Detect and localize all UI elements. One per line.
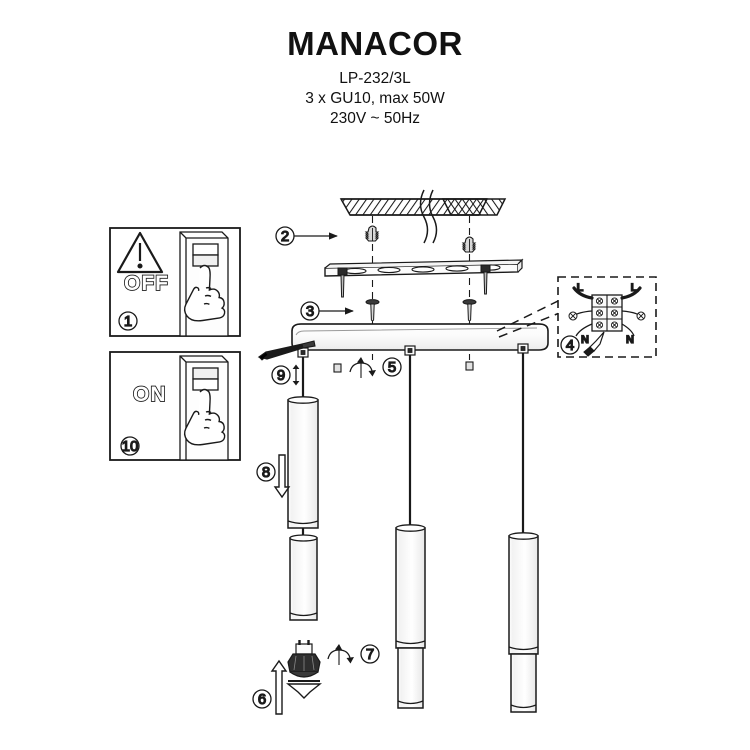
pendant-cylinder-icon-3	[508, 353, 539, 713]
step-5-marker: 5	[382, 357, 402, 377]
wall-plug-icon-right	[461, 236, 477, 253]
svg-text:8: 8	[262, 464, 270, 481]
ceiling-break-line	[419, 189, 438, 244]
step-9-marker: 9	[271, 365, 291, 385]
svg-text:1: 1	[124, 313, 132, 330]
step-10-marker: 10	[120, 436, 140, 456]
panel-off: OFF 1	[109, 227, 241, 337]
warning-triangle-icon	[116, 231, 164, 274]
header: MANACOR LP-232/3L 3 x GU10, max 50W 230V…	[0, 0, 750, 129]
step-4-marker: 4	[560, 335, 580, 355]
screwdriver-icon-step9	[257, 340, 316, 361]
down-arrow-icon	[273, 454, 291, 499]
canopy-screw-left	[365, 299, 380, 322]
pendant-cylinder-icon-2	[395, 355, 426, 709]
page-title: MANACOR	[287, 25, 463, 62]
terminal-label-neutral-right: N	[626, 334, 634, 346]
step-8-marker: 8	[256, 462, 276, 482]
pendant-mount-right	[517, 343, 529, 354]
svg-text:7: 7	[366, 646, 374, 663]
pendant-mount-mid	[404, 345, 416, 356]
lockring-right	[465, 361, 474, 371]
rotation-arrow-icon-step7	[327, 644, 354, 665]
lockring-left	[333, 363, 342, 373]
terminal-label-live-right: L	[631, 282, 638, 294]
hatched-ceiling-icon-right	[441, 198, 507, 216]
canopy-bar-icon	[291, 323, 549, 351]
terminal-label-neutral-left: N	[581, 334, 589, 346]
hand-pointing-icon-on	[183, 388, 226, 446]
electrical-spec: 230V ~ 50Hz	[329, 110, 421, 128]
canopy-screw-right	[462, 299, 477, 322]
terminal-label-live-left: L	[577, 282, 584, 294]
gu10-bulb-icon	[287, 640, 321, 678]
svg-text:10: 10	[122, 438, 139, 455]
svg-text:5: 5	[388, 359, 396, 376]
svg-text:6: 6	[258, 691, 266, 708]
panel-on: ON 10	[109, 351, 241, 461]
mounting-bracket-icon	[324, 258, 524, 277]
step-2-marker: 2	[275, 226, 295, 246]
step-1-marker: 1	[118, 311, 138, 331]
terminal-block-icon	[568, 286, 646, 337]
gu10-socket-icon	[286, 680, 322, 699]
model-number: LP-232/3L	[339, 70, 411, 87]
svg-text:4: 4	[566, 337, 574, 354]
step-6-marker: 6	[252, 689, 272, 709]
panel-off-label: OFF	[124, 272, 169, 295]
pendant-cylinder-icon-1	[287, 357, 319, 621]
screwdriver-icon-step4	[583, 331, 605, 357]
bracket-screw-right	[480, 264, 491, 295]
step-3-marker: 3	[300, 301, 320, 321]
panel-on-label: ON	[133, 383, 167, 406]
wall-plug-icon-left	[364, 225, 380, 242]
svg-text:3: 3	[306, 303, 314, 320]
up-down-arrow-icon	[292, 364, 300, 386]
terminal-detail-leader	[496, 299, 563, 338]
rotation-arrow-icon-step5	[349, 357, 376, 378]
svg-text:2: 2	[281, 228, 289, 245]
hand-pointing-icon	[183, 264, 226, 322]
svg-text:9: 9	[277, 367, 285, 384]
step-7-marker: 7	[360, 644, 380, 664]
up-arrow-icon	[270, 659, 288, 715]
bracket-screw-left	[337, 267, 348, 298]
lamp-spec: 3 x GU10, max 50W	[305, 90, 445, 108]
